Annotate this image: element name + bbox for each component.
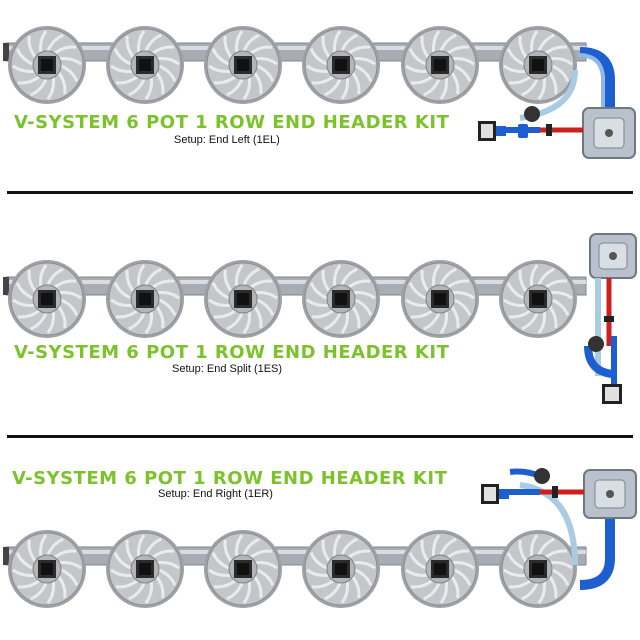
pot-icon [204, 530, 282, 608]
filter-icon [481, 484, 509, 504]
header-pipe [5, 42, 587, 62]
pot-icon [106, 260, 184, 338]
reservoir-icon [582, 107, 636, 159]
panel-end-right: V-SYSTEM 6 POT 1 ROW END HEADER KIT Setu… [0, 440, 640, 640]
pot-icon [8, 260, 86, 338]
pump-icon [588, 336, 604, 352]
pipe-end-cap [3, 547, 9, 565]
end-header-assembly [584, 233, 637, 404]
diagram-end-left [3, 26, 636, 159]
pump-icon [524, 106, 540, 122]
pipe-highlight [6, 550, 586, 554]
setup-label: Setup: End Split (1ES) [172, 363, 283, 375]
pot-icon [204, 260, 282, 338]
pot-icon [401, 530, 479, 608]
divider [7, 435, 633, 438]
pot-row [8, 26, 577, 104]
pipe-row [3, 546, 587, 566]
pump-icon [534, 468, 550, 484]
valve-icon [552, 486, 558, 498]
divider [7, 191, 633, 194]
header-pipe [5, 546, 587, 566]
pot-icon [401, 26, 479, 104]
pot-icon [8, 530, 86, 608]
kit-title: V-SYSTEM 6 POT 1 ROW END HEADER KIT [14, 112, 450, 133]
pot-icon [106, 26, 184, 104]
pot-icon [499, 530, 577, 608]
end-header-assembly [478, 47, 636, 159]
filter-icon [478, 121, 506, 141]
header-pipe [5, 276, 587, 296]
diagram-end-right [3, 468, 637, 608]
reservoir-icon [583, 469, 637, 519]
kit-title: V-SYSTEM 6 POT 1 ROW END HEADER KIT [12, 468, 448, 489]
pot-icon [499, 26, 577, 104]
pot-icon [106, 530, 184, 608]
pipe-highlight [6, 46, 586, 50]
pot-icon [401, 260, 479, 338]
pot-icon [499, 260, 577, 338]
pipe-row [3, 42, 587, 62]
pot-icon [302, 26, 380, 104]
pot-icon [302, 530, 380, 608]
pot-icon [8, 26, 86, 104]
pot-icon [204, 26, 282, 104]
kit-title: V-SYSTEM 6 POT 1 ROW END HEADER KIT [14, 342, 450, 363]
pot-icon [302, 260, 380, 338]
reservoir-icon [589, 233, 637, 279]
valve-icon [546, 124, 552, 136]
panel-end-left: V-SYSTEM 6 POT 1 ROW END HEADER KIT Setu… [0, 0, 640, 190]
setup-label: Setup: End Right (1ER) [158, 488, 273, 500]
pipe-end-cap [3, 43, 9, 61]
panel-end-split: V-SYSTEM 6 POT 1 ROW END HEADER KIT Setu… [0, 196, 640, 434]
pot-row [8, 260, 577, 338]
pipe-row [3, 276, 587, 296]
filter-icon [602, 384, 622, 404]
pot-row [8, 530, 577, 608]
valve-icon [604, 316, 614, 322]
pipe-end-cap [3, 277, 9, 295]
setup-label: Setup: End Left (1EL) [174, 134, 280, 146]
diagram-end-split [3, 233, 637, 404]
end-header-assembly [481, 468, 637, 590]
pipe-highlight [6, 280, 586, 284]
